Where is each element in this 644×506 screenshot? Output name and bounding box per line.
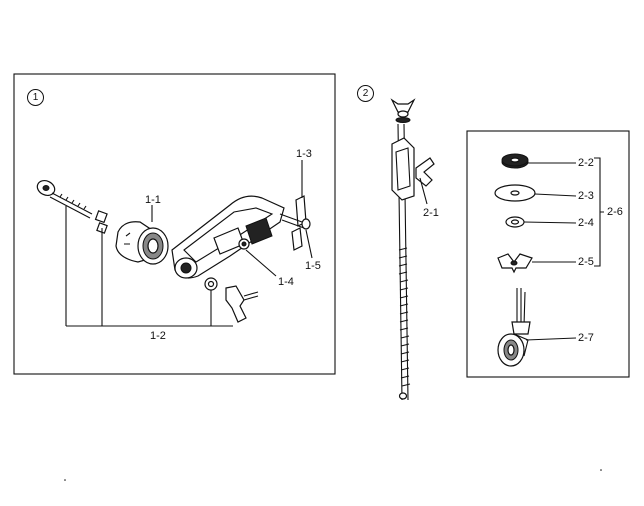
small-nut xyxy=(94,210,108,224)
tension-rod xyxy=(390,98,435,401)
washer-1-2 xyxy=(204,277,218,291)
speck xyxy=(64,479,66,481)
wing-screw xyxy=(225,285,259,323)
label-2-3: 2-3 xyxy=(578,190,594,202)
label-2-2: 2-2 xyxy=(578,157,594,169)
section-2-leaders xyxy=(523,157,604,341)
wing-bolt-1-3 xyxy=(279,195,311,251)
label-1-4: 1-4 xyxy=(278,276,294,288)
label-2-4: 2-4 xyxy=(578,217,594,229)
flat-washer-2-3 xyxy=(494,184,536,202)
leader-2-1 xyxy=(419,177,428,205)
label-2-7: 2-7 xyxy=(578,332,594,344)
small-washer-2-4 xyxy=(505,216,525,228)
eye-bolt xyxy=(36,180,93,219)
label-1-3: 1-3 xyxy=(296,148,312,160)
claw-hook-2-7 xyxy=(497,288,531,367)
label-1-2: 1-2 xyxy=(150,330,166,342)
section-2-marker: 2 xyxy=(357,85,374,102)
wing-nut-2-5 xyxy=(497,253,533,274)
rubber-washer-2-2 xyxy=(501,153,529,169)
section-1-frame xyxy=(13,73,336,375)
label-2-1: 2-1 xyxy=(423,207,439,219)
label-1-5: 1-5 xyxy=(305,260,321,272)
section-1-marker: 1 xyxy=(27,89,44,106)
section-1-leaders xyxy=(65,160,313,327)
label-2-5: 2-5 xyxy=(578,256,594,268)
section-2-parts-frame xyxy=(466,130,630,378)
label-1-1: 1-1 xyxy=(145,194,161,206)
label-2-6: 2-6 xyxy=(607,206,623,218)
knurled-drum-1-1 xyxy=(115,221,169,265)
speck xyxy=(600,469,602,471)
clamp-arm xyxy=(171,195,285,279)
